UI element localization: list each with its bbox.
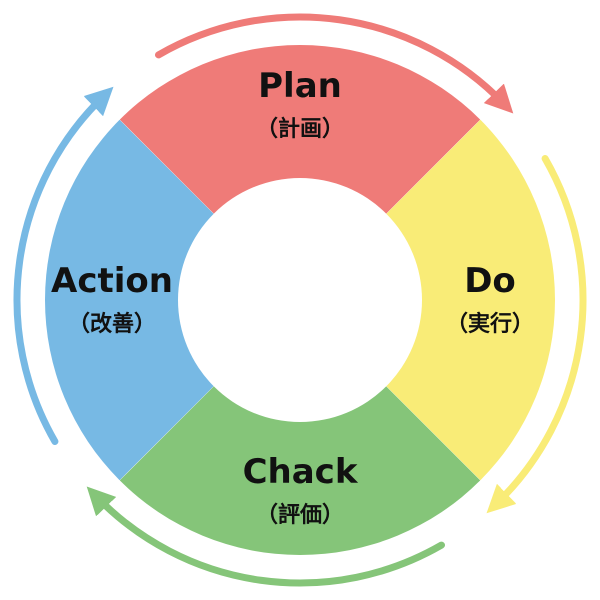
action-title: Action xyxy=(51,261,173,301)
do-title: Do xyxy=(464,261,516,301)
do-to-chack-arrow xyxy=(486,155,587,514)
action-to-plan-arrow xyxy=(13,86,114,445)
cycle-arrows xyxy=(13,13,587,587)
action-segment xyxy=(45,119,217,481)
chack-to-action-arrow xyxy=(86,486,445,587)
chack-subtitle: （評価） xyxy=(256,502,344,528)
chack-title: Chack xyxy=(243,452,359,492)
segment-labels: Plan （計画） Do （実行） Chack （評価） Action （改善） xyxy=(51,66,534,528)
do-segment xyxy=(383,119,555,481)
do-subtitle: （実行） xyxy=(446,311,534,337)
plan-title: Plan xyxy=(258,66,342,106)
plan-subtitle: （計画） xyxy=(256,116,344,142)
chack-segment xyxy=(119,383,481,555)
cycle-ring xyxy=(45,45,555,555)
plan-to-do-arrow xyxy=(155,13,514,114)
center-circle xyxy=(178,178,422,422)
plan-segment xyxy=(119,45,481,217)
action-subtitle: （改善） xyxy=(68,311,156,337)
